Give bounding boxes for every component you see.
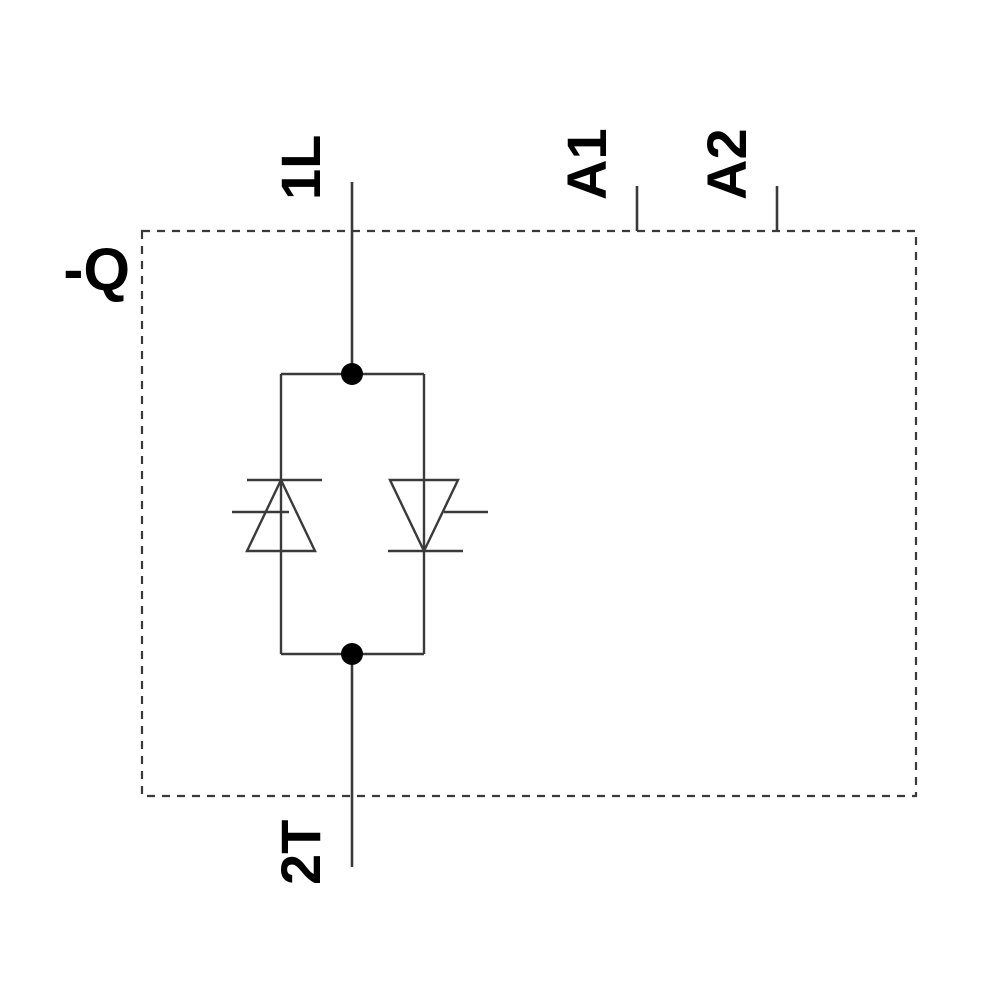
terminal-label-2T: 2T (269, 820, 332, 885)
bottom-junction-dot (341, 643, 363, 665)
thyristor-left (232, 477, 322, 553)
top-junction-dot (341, 363, 363, 385)
terminal-label-A2: A2 (695, 128, 758, 200)
terminal-label-1L: 1L (269, 135, 332, 200)
terminal-label-A1: A1 (555, 128, 618, 200)
device-designation-label: -Q (63, 236, 130, 303)
device-boundary (140, 229, 918, 798)
thyristor-right (388, 478, 488, 554)
thyristor-left-triangle (245, 477, 317, 553)
thyristor-right-triangle (388, 478, 460, 554)
